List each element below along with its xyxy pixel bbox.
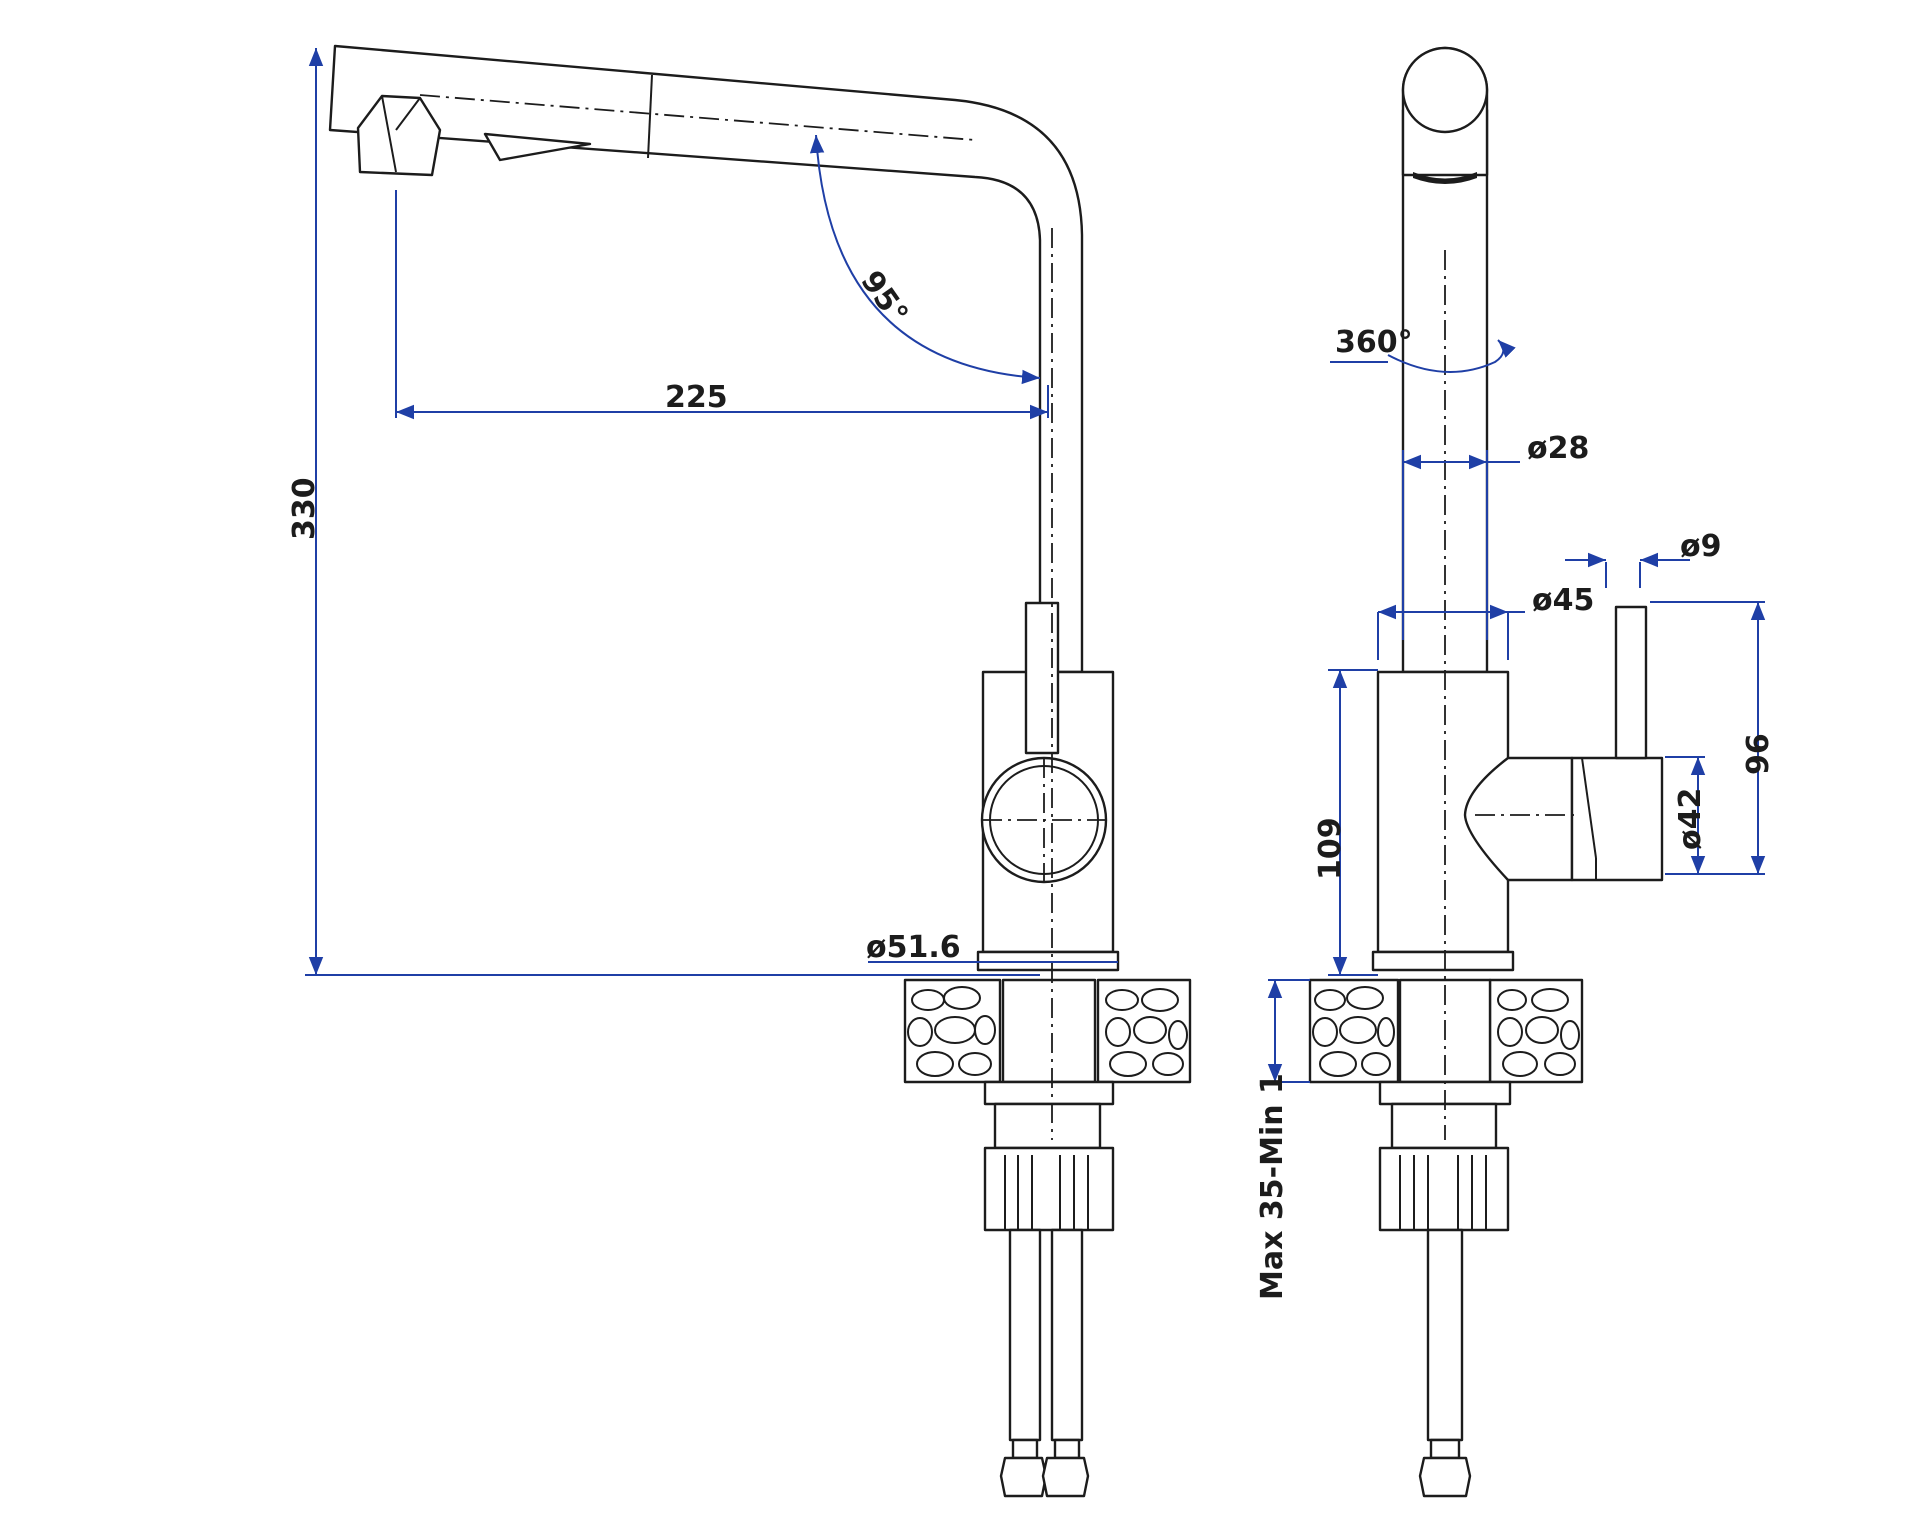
dimension-lines bbox=[305, 48, 1766, 1083]
spout-reach-label: 225 bbox=[665, 380, 728, 415]
countertop-thickness-label: Max 35-Min 1 bbox=[1255, 1073, 1290, 1300]
handle-diameter-label: ø42 bbox=[1673, 788, 1708, 850]
front-view bbox=[1308, 46, 1664, 1498]
base-diameter-label: ø51.6 bbox=[866, 930, 961, 965]
body-height-label: 109 bbox=[1313, 817, 1348, 880]
rotation-label: 360° bbox=[1335, 325, 1413, 360]
side-spray-nozzle bbox=[483, 132, 592, 162]
front-handle-hub bbox=[1463, 756, 1574, 882]
total-height-label: 330 bbox=[287, 477, 322, 540]
front-base-ring bbox=[1371, 950, 1515, 972]
spout-diameter-label: ø28 bbox=[1527, 431, 1589, 466]
front-lever bbox=[1614, 605, 1648, 760]
body-diameter-label: ø45 bbox=[1532, 583, 1594, 618]
side-hose-left bbox=[1008, 1228, 1042, 1442]
side-lever bbox=[1024, 601, 1060, 755]
lever-height-label: 96 bbox=[1741, 733, 1776, 775]
side-shank bbox=[1001, 978, 1097, 1084]
lever-diameter-label: ø9 bbox=[1680, 529, 1721, 564]
front-hose bbox=[1426, 1228, 1464, 1442]
side-hose-right bbox=[1050, 1228, 1084, 1442]
side-view bbox=[328, 44, 1192, 1498]
side-washer bbox=[983, 1080, 1115, 1106]
swivel-angle-label: 95° bbox=[853, 265, 914, 332]
side-nut bbox=[983, 1146, 1115, 1232]
